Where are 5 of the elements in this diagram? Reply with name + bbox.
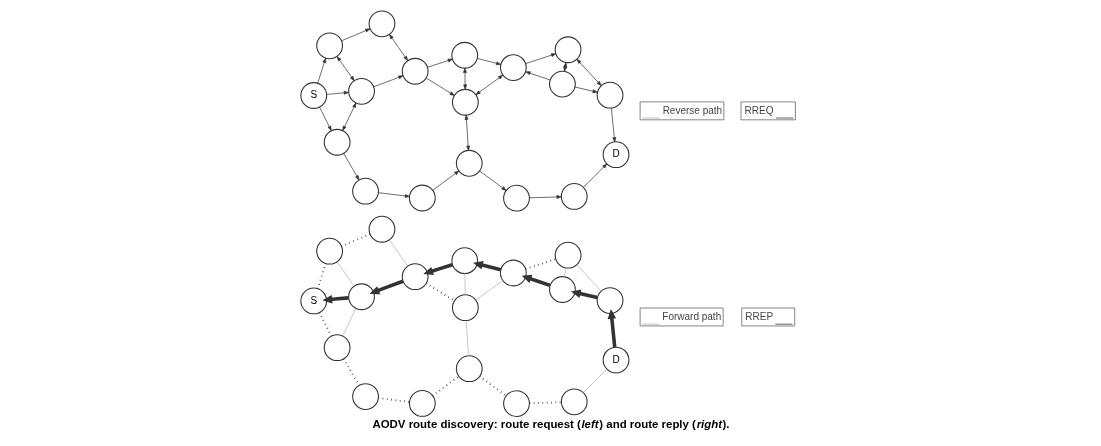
legend-label: RREQ — [744, 104, 773, 116]
caption: AODV route discovery: route request (left) and route reply (right). — [371, 417, 729, 430]
legend-label: Forward path — [661, 311, 721, 322]
legend-label: RREP — [744, 311, 773, 322]
legend-label: Reverse path — [662, 104, 722, 116]
